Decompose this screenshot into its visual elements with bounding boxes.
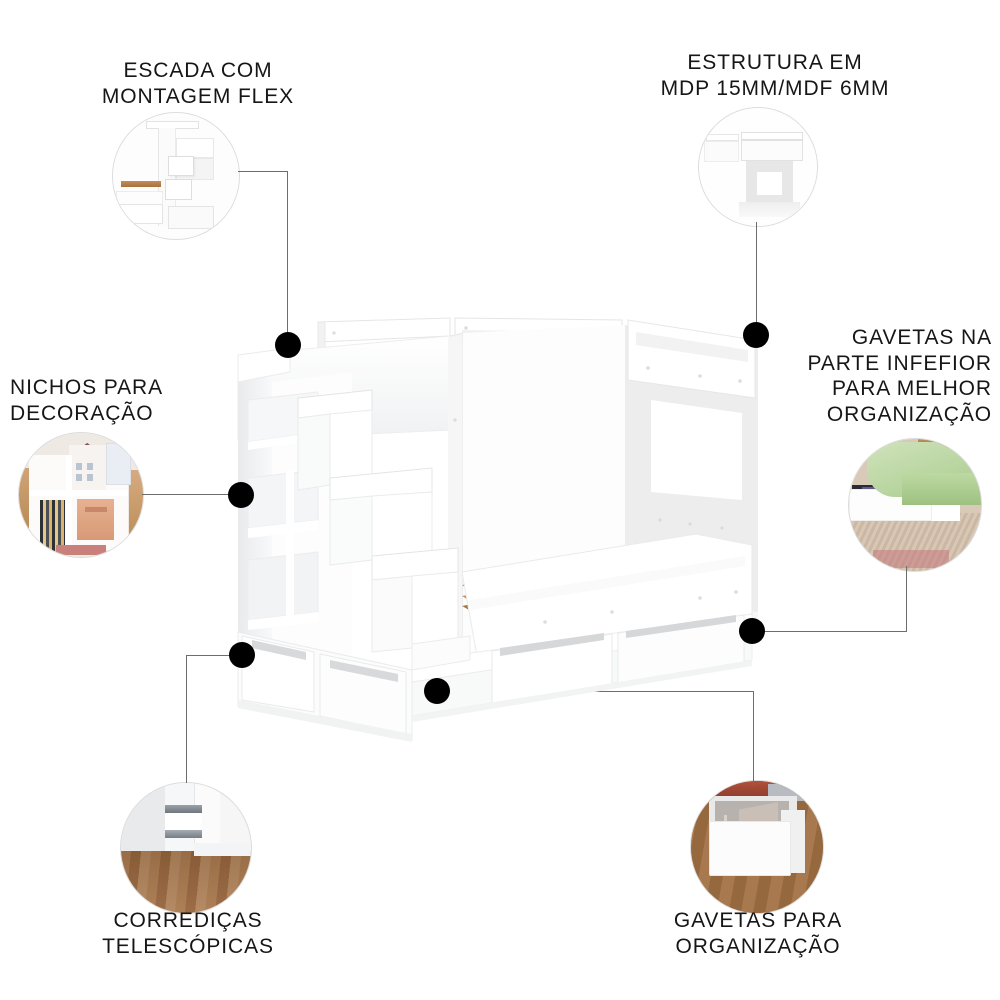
callout-label-nichos: NICHOS PARA DECORAÇÃO: [10, 376, 164, 425]
connector-line-gavetas-inferior-h: [764, 631, 907, 632]
connector-line-gavetas-org-v: [753, 691, 754, 786]
connector-line-nichos-h: [142, 494, 238, 495]
connector-dot-nichos[interactable]: [228, 482, 254, 508]
callout-label-corredicas: CORREDIÇAS TELESCÓPICAS: [102, 909, 274, 958]
connector-line-gavetas-org-h: [448, 691, 754, 692]
callout-label-escada: ESCADA COM MONTAGEM FLEX: [101, 59, 295, 108]
decorative-niches-photo: [18, 432, 144, 558]
callout-label-estrutura: ESTRUTURA EM MDP 15MM/MDF 6MM: [660, 51, 890, 100]
connector-dot-corredicas[interactable]: [229, 642, 255, 668]
connector-dot-gavetas-inferior[interactable]: [739, 618, 765, 644]
connector-line-corredicas-v: [186, 655, 187, 783]
connector-line-corredicas-h: [186, 655, 244, 656]
telescopic-slides-photo: [120, 782, 252, 914]
connector-dot-escada[interactable]: [275, 332, 301, 358]
callout-label-gavetas-inferior: GAVETAS NA PARTE INFEFIOR PARA MELHOR OR…: [807, 326, 992, 426]
under-bed-drawer-photo: [848, 438, 982, 572]
connector-line-escada-v: [287, 171, 288, 343]
connector-dot-gavetas-organizacao[interactable]: [424, 678, 450, 704]
callout-label-gavetas-organizacao: GAVETAS PARA ORGANIZAÇÃO: [673, 909, 843, 958]
staircase-flex-assembly-photo: [112, 112, 240, 240]
mdp-mdf-structure-photo: [698, 107, 818, 227]
connector-dot-estrutura[interactable]: [743, 322, 769, 348]
connector-line-gavetas-inferior-v: [906, 566, 907, 632]
toy-storage-drawer-photo: [690, 780, 824, 914]
connector-line-estrutura-v: [756, 222, 757, 332]
connector-line-escada-h: [238, 171, 288, 172]
